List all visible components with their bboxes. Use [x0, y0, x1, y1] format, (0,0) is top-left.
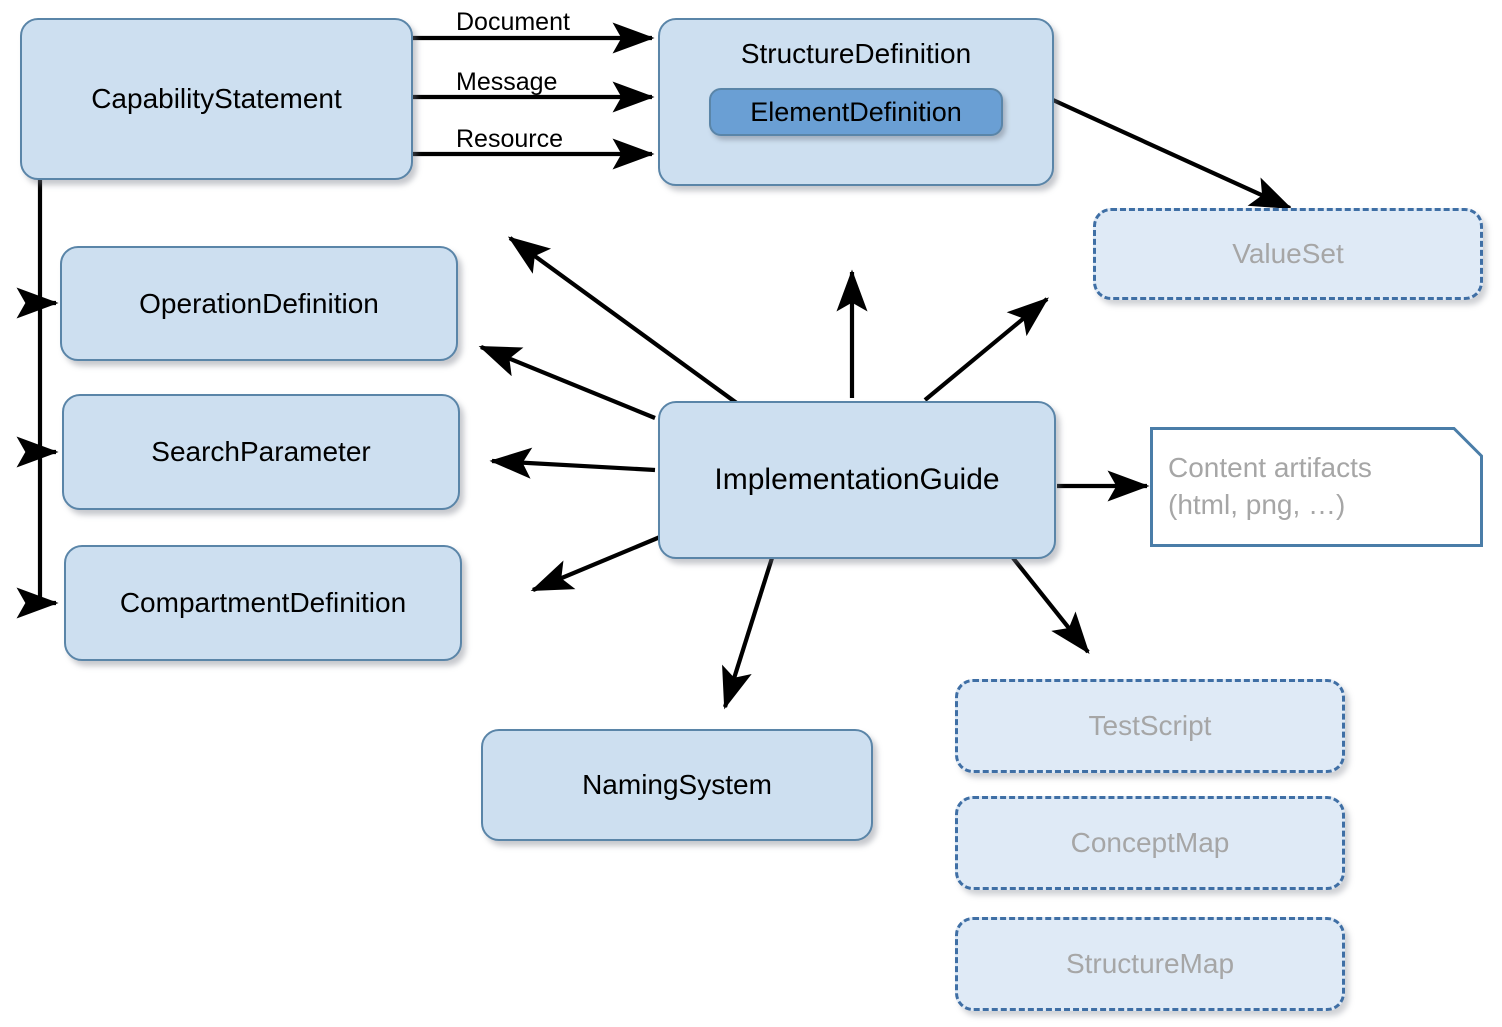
edge-ig-searchparameter	[489, 447, 656, 479]
node-capability-statement-label: CapabilityStatement	[91, 83, 342, 114]
node-content-artifacts[interactable]: Content artifacts (html, png, …)	[1150, 427, 1483, 547]
node-concept-map-label: ConceptMap	[1070, 827, 1230, 858]
edge-ig-namingsystem	[722, 557, 775, 710]
edge-cs-searchparameter	[16, 303, 59, 468]
edge-ig-valueset	[923, 297, 1049, 402]
node-value-set[interactable]: ValueSet	[1093, 208, 1483, 300]
edge-ig-operationdefinition	[478, 345, 656, 420]
node-naming-system-label: NamingSystem	[582, 769, 772, 800]
node-test-script-label: TestScript	[1088, 710, 1212, 741]
edge-sd-valueset	[1052, 98, 1293, 210]
node-naming-system[interactable]: NamingSystem	[481, 729, 873, 841]
edge-ig-testscript	[1011, 556, 1090, 654]
node-structure-definition-label: StructureDefinition	[740, 38, 972, 69]
node-capability-statement[interactable]: CapabilityStatement	[20, 18, 413, 180]
node-element-definition[interactable]: ElementDefinition	[709, 88, 1003, 136]
node-implementation-guide-label: ImplementationGuide	[714, 463, 1000, 496]
node-value-set-label: ValueSet	[1232, 238, 1344, 269]
node-search-parameter[interactable]: SearchParameter	[62, 394, 460, 510]
node-search-parameter-label: SearchParameter	[151, 436, 371, 467]
edge-ig-capabilitystatement	[507, 236, 740, 406]
edge-ig-compartmentdefinition	[530, 535, 661, 592]
note-shape	[1150, 427, 1483, 547]
node-compartment-definition[interactable]: CompartmentDefinition	[64, 545, 462, 661]
node-operation-definition[interactable]: OperationDefinition	[60, 246, 458, 361]
node-structure-map-label: StructureMap	[1065, 948, 1235, 979]
edge-label-document: Document	[456, 8, 570, 36]
node-operation-definition-label: OperationDefinition	[139, 287, 379, 319]
node-concept-map[interactable]: ConceptMap	[955, 796, 1345, 890]
edge-cs-compartmentdefinition	[16, 452, 59, 619]
node-test-script[interactable]: TestScript	[955, 679, 1345, 773]
edge-cs-operationdefinition	[16, 180, 59, 319]
node-structure-definition[interactable]: StructureDefinition ElementDefinition	[658, 18, 1054, 186]
node-implementation-guide[interactable]: ImplementationGuide	[658, 401, 1056, 559]
node-structure-map[interactable]: StructureMap	[955, 917, 1345, 1011]
node-compartment-definition-label: CompartmentDefinition	[119, 587, 407, 618]
node-element-definition-label: ElementDefinition	[750, 96, 962, 127]
edge-label-message: Message	[456, 68, 558, 96]
edge-label-resource: Resource	[456, 125, 563, 153]
